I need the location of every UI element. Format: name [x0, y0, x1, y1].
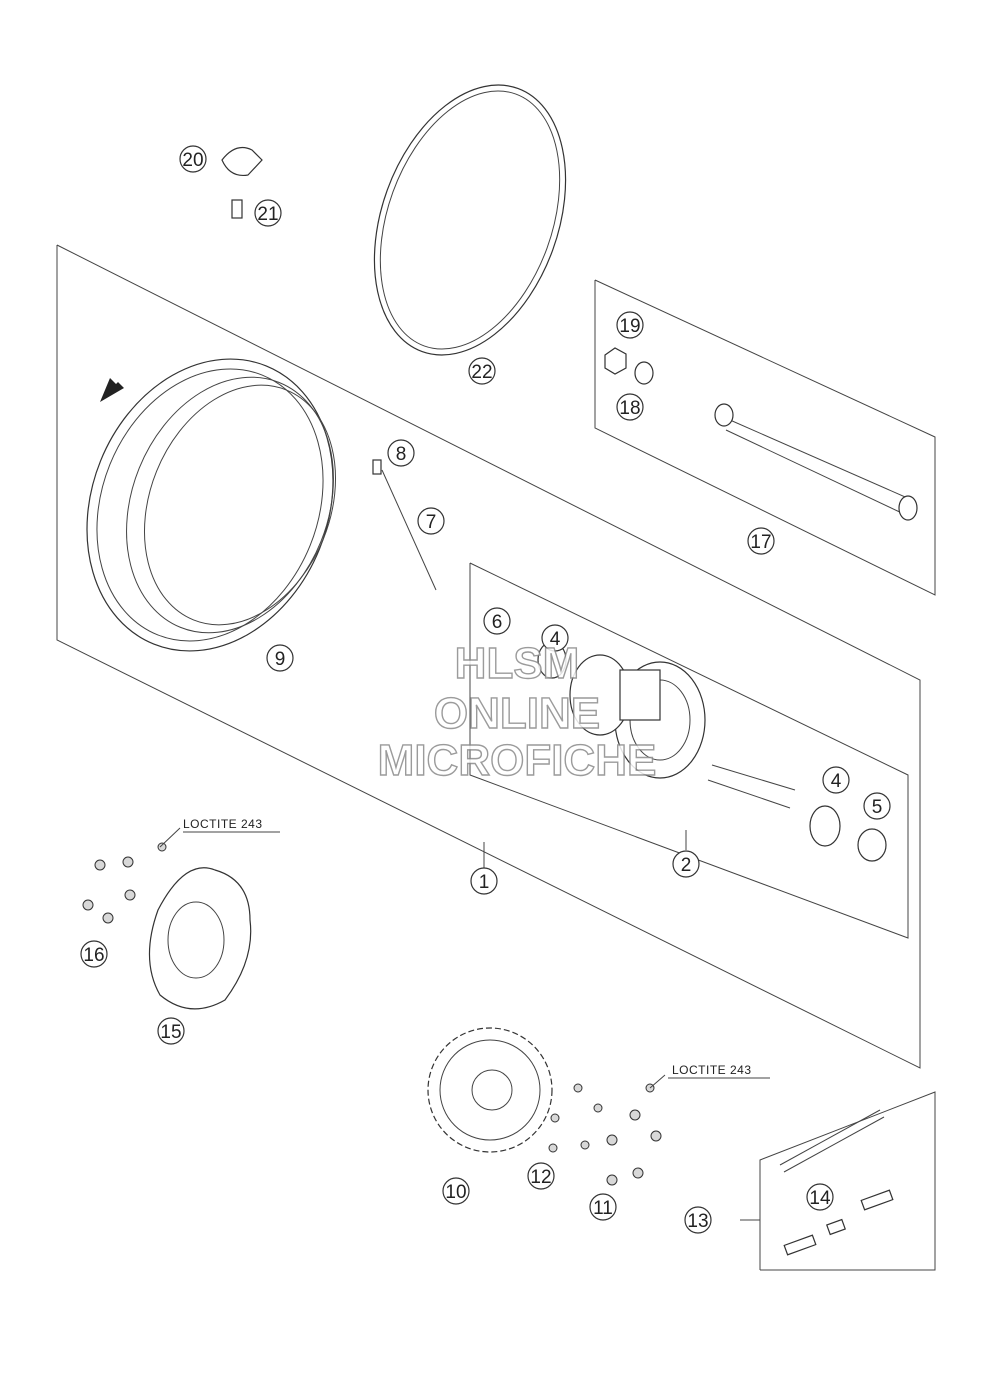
- svg-text:12: 12: [530, 1167, 551, 1188]
- rim: [86, 358, 337, 652]
- callout-22: 22: [468, 357, 496, 385]
- svg-text:16: 16: [83, 945, 104, 966]
- brake-disc-center: [167, 901, 225, 979]
- brake-disc: [148, 867, 252, 1010]
- chain-frame: [759, 1091, 936, 1271]
- svg-text:7: 7: [426, 512, 437, 533]
- svg-text:22: 22: [471, 362, 492, 383]
- nut: [604, 347, 627, 375]
- callout-21: 21: [254, 199, 282, 227]
- svg-text:20: 20: [182, 150, 203, 171]
- callout-8: 8: [387, 439, 415, 467]
- washer: [634, 361, 654, 385]
- loctite-note-right: LOCTITE 243: [672, 1063, 752, 1077]
- callout-10: 10: [442, 1177, 470, 1205]
- spacer-tube-bottom: [707, 779, 791, 809]
- svg-text:HLSM: HLSM: [455, 639, 580, 688]
- rim-lock-part: [221, 147, 263, 177]
- callout-9: 9: [266, 644, 294, 672]
- brake-disc-bolts: [82, 842, 167, 924]
- hub: [569, 654, 706, 779]
- axle-bottom: [725, 429, 907, 516]
- svg-text:13: 13: [687, 1211, 708, 1232]
- svg-text:11: 11: [593, 1198, 613, 1219]
- callout-11: 11: [589, 1193, 617, 1221]
- svg-text:18: 18: [619, 398, 640, 419]
- callout-6: 6: [483, 607, 511, 635]
- inner-tube-inner-edge: [379, 90, 561, 350]
- callout-1: 1: [470, 867, 498, 895]
- svg-text:2: 2: [681, 855, 692, 876]
- callout-13: 13: [684, 1206, 712, 1234]
- callout-5: 5: [863, 792, 891, 820]
- axle-top: [729, 419, 913, 501]
- axle-frame: [594, 279, 936, 596]
- callout-2: 2: [672, 850, 700, 878]
- svg-text:5: 5: [872, 797, 883, 818]
- callouts: 1 2 4 4 5 6 7 8 9 10 11 12 13 14 15 16 1…: [80, 145, 891, 1234]
- svg-text:15: 15: [160, 1022, 181, 1043]
- sprocket-bolts: [548, 1083, 662, 1186]
- master-link: [783, 1189, 894, 1256]
- hub-frame: [469, 562, 909, 939]
- axle-head: [898, 495, 918, 521]
- svg-text:4: 4: [831, 771, 842, 792]
- watermark: HLSM ONLINE MICROFICHE: [377, 638, 657, 785]
- callout-16: 16: [80, 940, 108, 968]
- svg-text:21: 21: [257, 204, 278, 225]
- callout-4-right: 4: [822, 766, 850, 794]
- spacer-right: [857, 828, 887, 862]
- svg-text:ONLINE: ONLINE: [434, 689, 600, 738]
- spoke-nipple: [372, 459, 382, 475]
- chain: [779, 1109, 885, 1173]
- svg-text:10: 10: [445, 1182, 466, 1203]
- axle-nut: [714, 403, 734, 427]
- callout-15: 15: [157, 1017, 185, 1045]
- callout-12: 12: [527, 1162, 555, 1190]
- rotation-arrow-icon: [100, 350, 150, 402]
- callout-7: 7: [417, 507, 445, 535]
- rim-lock-nut: [231, 199, 243, 219]
- inner-tube: [373, 84, 567, 356]
- svg-text:8: 8: [396, 444, 407, 465]
- svg-text:19: 19: [619, 316, 640, 337]
- svg-text:9: 9: [275, 649, 286, 670]
- svg-text:6: 6: [492, 612, 503, 633]
- callout-4-top: 4: [541, 624, 569, 652]
- callout-19: 19: [616, 311, 644, 339]
- assembly-frames: [56, 244, 936, 1271]
- svg-text:MICROFICHE: MICROFICHE: [378, 736, 657, 785]
- leader-lines: [159, 827, 760, 1221]
- main-wheel-frame: [56, 244, 921, 1069]
- callout-14: 14: [806, 1183, 834, 1211]
- sprocket: [427, 1027, 553, 1153]
- svg-text:17: 17: [750, 532, 771, 553]
- svg-text:1: 1: [479, 872, 490, 893]
- svg-text:14: 14: [809, 1188, 831, 1209]
- callout-18: 18: [616, 393, 644, 421]
- bearing-right: [809, 805, 841, 847]
- callout-17: 17: [747, 527, 775, 555]
- svg-text:4: 4: [550, 629, 561, 650]
- spoke: [381, 469, 437, 591]
- spacer-tube-top: [711, 764, 796, 791]
- loctite-note-left: LOCTITE 243: [183, 817, 263, 831]
- callout-20: 20: [179, 145, 207, 173]
